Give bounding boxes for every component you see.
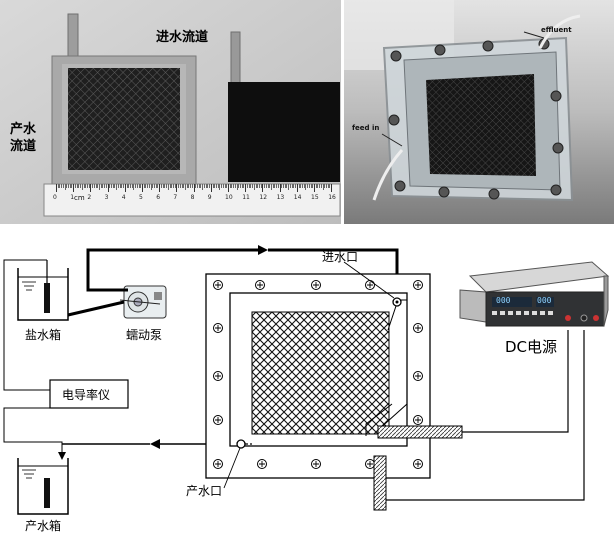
cell-gasket (230, 293, 407, 446)
inlet-port-marker (393, 298, 401, 306)
ruler-tick-label: 12 (259, 194, 267, 201)
outlet-port-label: 产水口 (186, 482, 222, 499)
mesh-electrode (252, 312, 389, 434)
cell-photo-art (344, 0, 614, 224)
cell-frame (206, 274, 430, 478)
product-tank-label: 产水箱 (25, 517, 61, 534)
ruler-tick-label: 3 (105, 194, 109, 201)
inlet-port-label: 进水口 (322, 248, 358, 265)
pump-icon (120, 286, 166, 318)
ruler-tick-label: 11 (242, 194, 250, 201)
outlet-port-marker (237, 440, 245, 448)
dc-power-label: DC电源 (505, 336, 557, 357)
product-tank (18, 458, 68, 514)
ruler-tick-label: 10 (225, 194, 233, 201)
ruler-tick-label: 5 (139, 194, 143, 201)
anode-terminal (378, 426, 462, 438)
ruler-tick-label: 14 (294, 194, 302, 201)
ruler-tick-label: 9 (208, 194, 212, 201)
ruler-tick-label: 0 (53, 194, 57, 201)
effluent-label: effluent (541, 26, 572, 34)
saltwater-tank (18, 260, 68, 320)
ruler-tick-label: 2 (87, 194, 91, 201)
ruler-tick-label: 7 (173, 194, 177, 201)
feed-in-label: feed in (352, 124, 379, 132)
psu-display-voltage: 000 (496, 296, 510, 305)
peristaltic-pump-label: 蠕动泵 (126, 326, 162, 343)
ruler-tick-label: 6 (156, 194, 160, 201)
cell-photo (344, 0, 614, 224)
dc-power-supply-icon (460, 262, 608, 326)
saltwater-tank-label: 盐水箱 (25, 326, 61, 343)
psu-display-current: 000 (537, 296, 551, 305)
ruler-tick-label: 16 (328, 194, 336, 201)
ruler-tick-label: 4 (122, 194, 126, 201)
ruler-tick-label: 15 (311, 194, 319, 201)
ruler-tick-label: 8 (191, 194, 195, 201)
ruler-unit-label: cm (74, 194, 85, 202)
ruler-tick (331, 184, 332, 192)
cathode-terminal (374, 456, 386, 510)
ruler-tick-label: 13 (277, 194, 285, 201)
conductivity-meter-label: 电导率仪 (62, 386, 110, 403)
outlet-channel-label: 产水 流道 (10, 121, 36, 155)
inlet-channel-label: 进水流道 (156, 26, 208, 45)
